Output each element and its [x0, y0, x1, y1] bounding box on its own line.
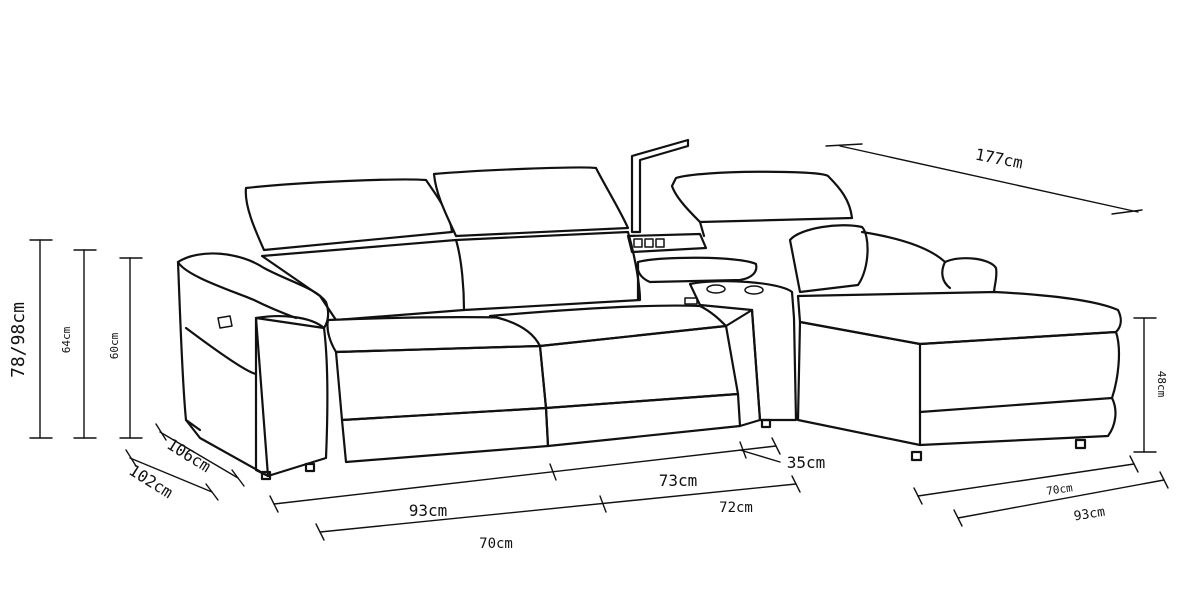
label-chaise-inner-width: 70cm: [1045, 481, 1073, 498]
label-seat-inner-right: 72cm: [719, 500, 753, 516]
lamp-icon: [630, 138, 690, 234]
console-section: [626, 138, 854, 422]
label-chaise-length: 177cm: [974, 145, 1025, 173]
label-chaise-height: 48cm: [1155, 371, 1168, 398]
label-total-height: 78/98cm: [8, 302, 29, 378]
chaise-section: [788, 224, 1122, 462]
label-seat-inner-left: 70cm: [479, 536, 513, 552]
dimension-lines: [29, 143, 1169, 541]
main-sofa-section: [176, 166, 772, 481]
label-seat-width-right: 73cm: [659, 471, 698, 490]
label-back-height: 64cm: [60, 326, 73, 353]
label-seat-back-height: 60cm: [108, 332, 121, 359]
label-console-width: 35cm: [787, 453, 826, 472]
label-seat-width-left: 93cm: [409, 501, 448, 520]
label-chaise-outer-width: 93cm: [1073, 505, 1106, 525]
